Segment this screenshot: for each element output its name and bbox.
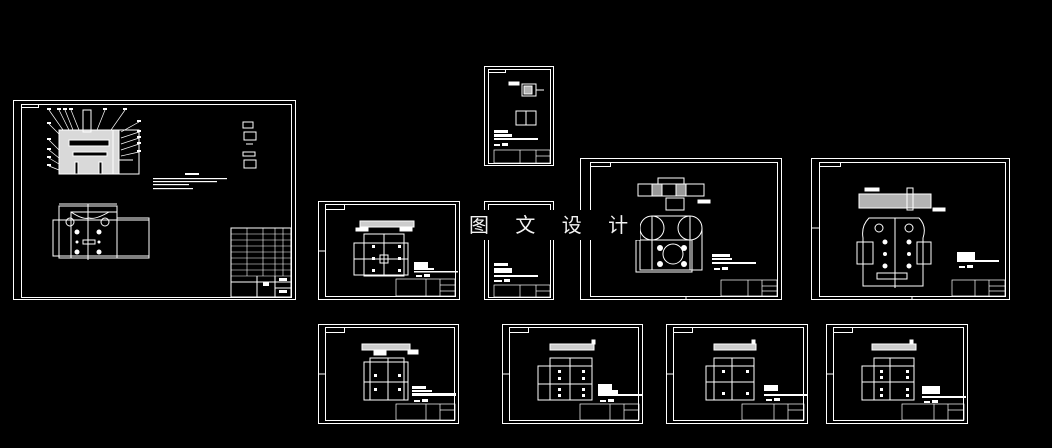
sheet-part-7[interactable]: [826, 324, 968, 424]
part-drawing: [580, 158, 782, 300]
sheet-part-1[interactable]: [318, 201, 460, 300]
part-drawing: [318, 324, 459, 424]
section-view: [47, 108, 141, 175]
sheet-part-a4-mid[interactable]: [484, 201, 554, 300]
sheet-assembly[interactable]: [13, 100, 296, 300]
watermark-text: 图 文 设 计: [467, 210, 641, 240]
sheet-part-2[interactable]: [580, 158, 782, 300]
part-drawing: [502, 324, 643, 424]
sheet-part-small-a4[interactable]: [484, 66, 554, 166]
assembly-drawing: [13, 100, 296, 300]
sheet-part-3[interactable]: [811, 158, 1010, 300]
part-drawing: [484, 66, 554, 166]
sheet-part-4[interactable]: [318, 324, 459, 424]
plan-view: [52, 203, 150, 260]
sheet-part-5[interactable]: [502, 324, 643, 424]
parts-list-title-block: [230, 227, 292, 298]
part-drawing: [666, 324, 808, 424]
part-drawing: [811, 158, 1010, 300]
sheet-part-6[interactable]: [666, 324, 808, 424]
part-drawing: [826, 324, 968, 424]
detail-views: [242, 121, 257, 169]
technical-notes: [153, 173, 227, 190]
part-drawing: [484, 201, 554, 300]
part-drawing: [318, 201, 460, 300]
